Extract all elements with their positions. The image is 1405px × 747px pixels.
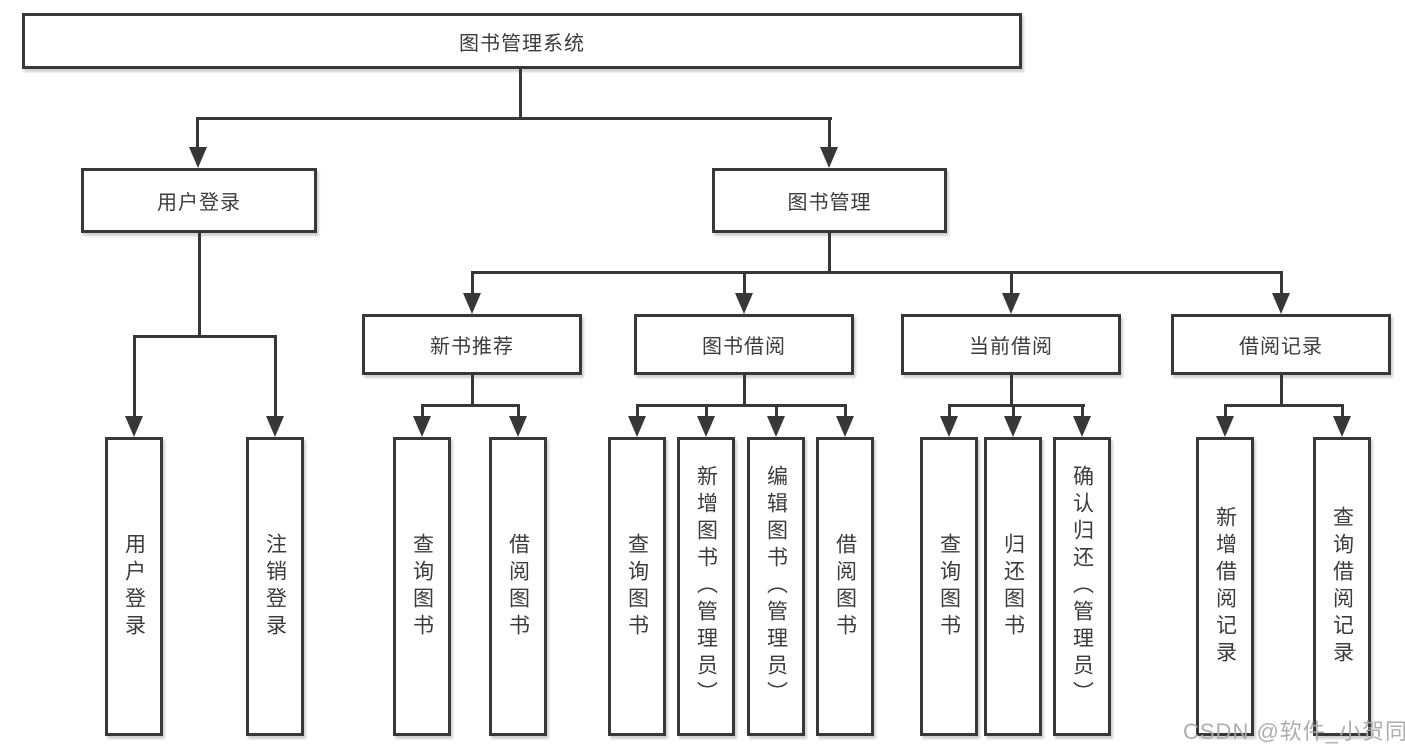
node-current-borrowing-label: 当前借阅 [969,336,1053,358]
leaf-br-query-record-label: 查询借阅记录 [1330,505,1354,668]
arrowhead-bb-query [628,416,646,437]
connector-nbr-horizontal [421,404,520,407]
node-current-borrowing: 当前借阅 [901,314,1121,375]
arrowhead-cb-return [1004,416,1022,437]
connector-bb-drop-2 [705,406,708,416]
arrowhead-leaf-user-login [125,416,143,437]
arrowhead-bb-borrow [836,416,854,437]
node-book-borrowing: 图书借阅 [634,314,854,375]
node-user-login-label: 用户登录 [157,192,241,214]
node-user-login: 用户登录 [81,168,317,233]
arrowhead-new-book-recommend [463,293,481,314]
leaf-cb-query-books-label: 查询图书 [937,532,961,641]
node-book-management: 图书管理 [712,168,947,233]
connector-nbr-stem [471,375,474,405]
leaf-bb-add-books-admin-label: 新增图书（管理员） [694,465,718,708]
leaf-bb-add-books-admin: 新增图书（管理员） [677,437,735,736]
connector-userlogin-drop-2 [274,337,277,416]
arrowhead-book-borrowing [735,293,753,314]
leaf-br-query-record: 查询借阅记录 [1313,437,1371,736]
connector-userlogin-drop-1 [133,337,136,416]
leaf-user-login: 用户登录 [105,437,163,736]
leaf-cb-confirm-return-admin: 确认归还（管理员） [1053,437,1111,736]
connector-userlogin-stem [198,233,201,337]
connector-bookmgmt-drop-3 [1010,273,1013,293]
leaf-logout: 注销登录 [246,437,304,736]
connector-root-stem [519,69,522,119]
watermark: CSDN @软件_小贺同学 [1183,719,1405,744]
connector-bookmgmt-stem [828,233,831,272]
connector-cb-drop-2 [1012,406,1015,416]
node-borrow-records-label: 借阅记录 [1239,336,1323,358]
arrowhead-br-query [1333,416,1351,437]
arrowhead-cb-confirm [1073,416,1091,437]
connector-bookmgmt-drop-4 [1280,273,1283,293]
connector-nbr-drop-1 [421,406,424,416]
leaf-bb-edit-books-admin-label: 编辑图书（管理员） [764,465,788,708]
connector-userlogin-horizontal [133,335,277,338]
leaf-cb-return-books: 归还图书 [984,437,1042,736]
node-root-label: 图书管理系统 [459,32,585,55]
connector-bb-stem [743,375,746,405]
leaf-cb-confirm-return-admin-label: 确认归还（管理员） [1070,465,1094,708]
node-new-book-recommend-label: 新书推荐 [430,336,514,358]
arrowhead-nbr-borrow [509,416,527,437]
arrowhead-borrow-records [1272,293,1290,314]
leaf-br-add-record: 新增借阅记录 [1196,437,1254,736]
leaf-nbr-borrow-books-label: 借阅图书 [506,532,530,641]
leaf-logout-label: 注销登录 [263,532,287,641]
connector-cb-drop-3 [1081,406,1084,416]
arrowhead-current-borrowing [1002,293,1020,314]
node-book-management-label: 图书管理 [787,192,872,214]
connector-br-stem [1280,375,1283,405]
leaf-nbr-query-books: 查询图书 [393,437,451,736]
arrowhead-br-add [1216,416,1234,437]
leaf-br-add-record-label: 新增借阅记录 [1213,505,1237,668]
node-borrow-records: 借阅记录 [1171,314,1391,375]
connector-cb-horizontal [948,404,1085,407]
connector-br-drop-1 [1224,406,1227,416]
connector-bb-horizontal [636,404,847,407]
arrowhead-user-login [189,147,207,168]
leaf-bb-borrow-books-label: 借阅图书 [833,532,857,641]
connector-bb-drop-3 [775,406,778,416]
arrowhead-nbr-query [413,416,431,437]
leaf-cb-query-books: 查询图书 [920,437,978,736]
node-root: 图书管理系统 [22,13,1022,69]
arrowhead-book-management [820,147,838,168]
arrowhead-leaf-logout [266,416,284,437]
connector-bookmgmt-drop-2 [743,273,746,293]
node-new-book-recommend: 新书推荐 [362,314,582,375]
arrowhead-bb-edit [767,416,785,437]
connector-cb-drop-1 [948,406,951,416]
connector-nbr-drop-2 [517,406,520,416]
connector-cb-stem [1010,375,1013,405]
connector-root-horizontal [196,117,832,120]
leaf-nbr-query-books-label: 查询图书 [410,532,434,641]
leaf-bb-query-books-label: 查询图书 [625,532,649,641]
leaf-nbr-borrow-books: 借阅图书 [489,437,547,736]
node-book-borrowing-label: 图书借阅 [702,336,786,358]
connector-root-drop-right [828,119,831,147]
connector-root-drop-left [196,119,199,147]
connector-br-horizontal [1224,404,1344,407]
connector-bookmgmt-horizontal [471,271,1283,274]
connector-bb-drop-4 [844,406,847,416]
connector-br-drop-2 [1341,406,1344,416]
connector-bb-drop-1 [636,406,639,416]
leaf-cb-return-books-label: 归还图书 [1001,532,1025,641]
arrowhead-cb-query [940,416,958,437]
leaf-bb-borrow-books: 借阅图书 [816,437,874,736]
arrowhead-bb-add [697,416,715,437]
leaf-user-login-label: 用户登录 [122,532,146,641]
connector-bookmgmt-drop-1 [471,273,474,293]
leaf-bb-edit-books-admin: 编辑图书（管理员） [747,437,805,736]
leaf-bb-query-books: 查询图书 [608,437,666,736]
